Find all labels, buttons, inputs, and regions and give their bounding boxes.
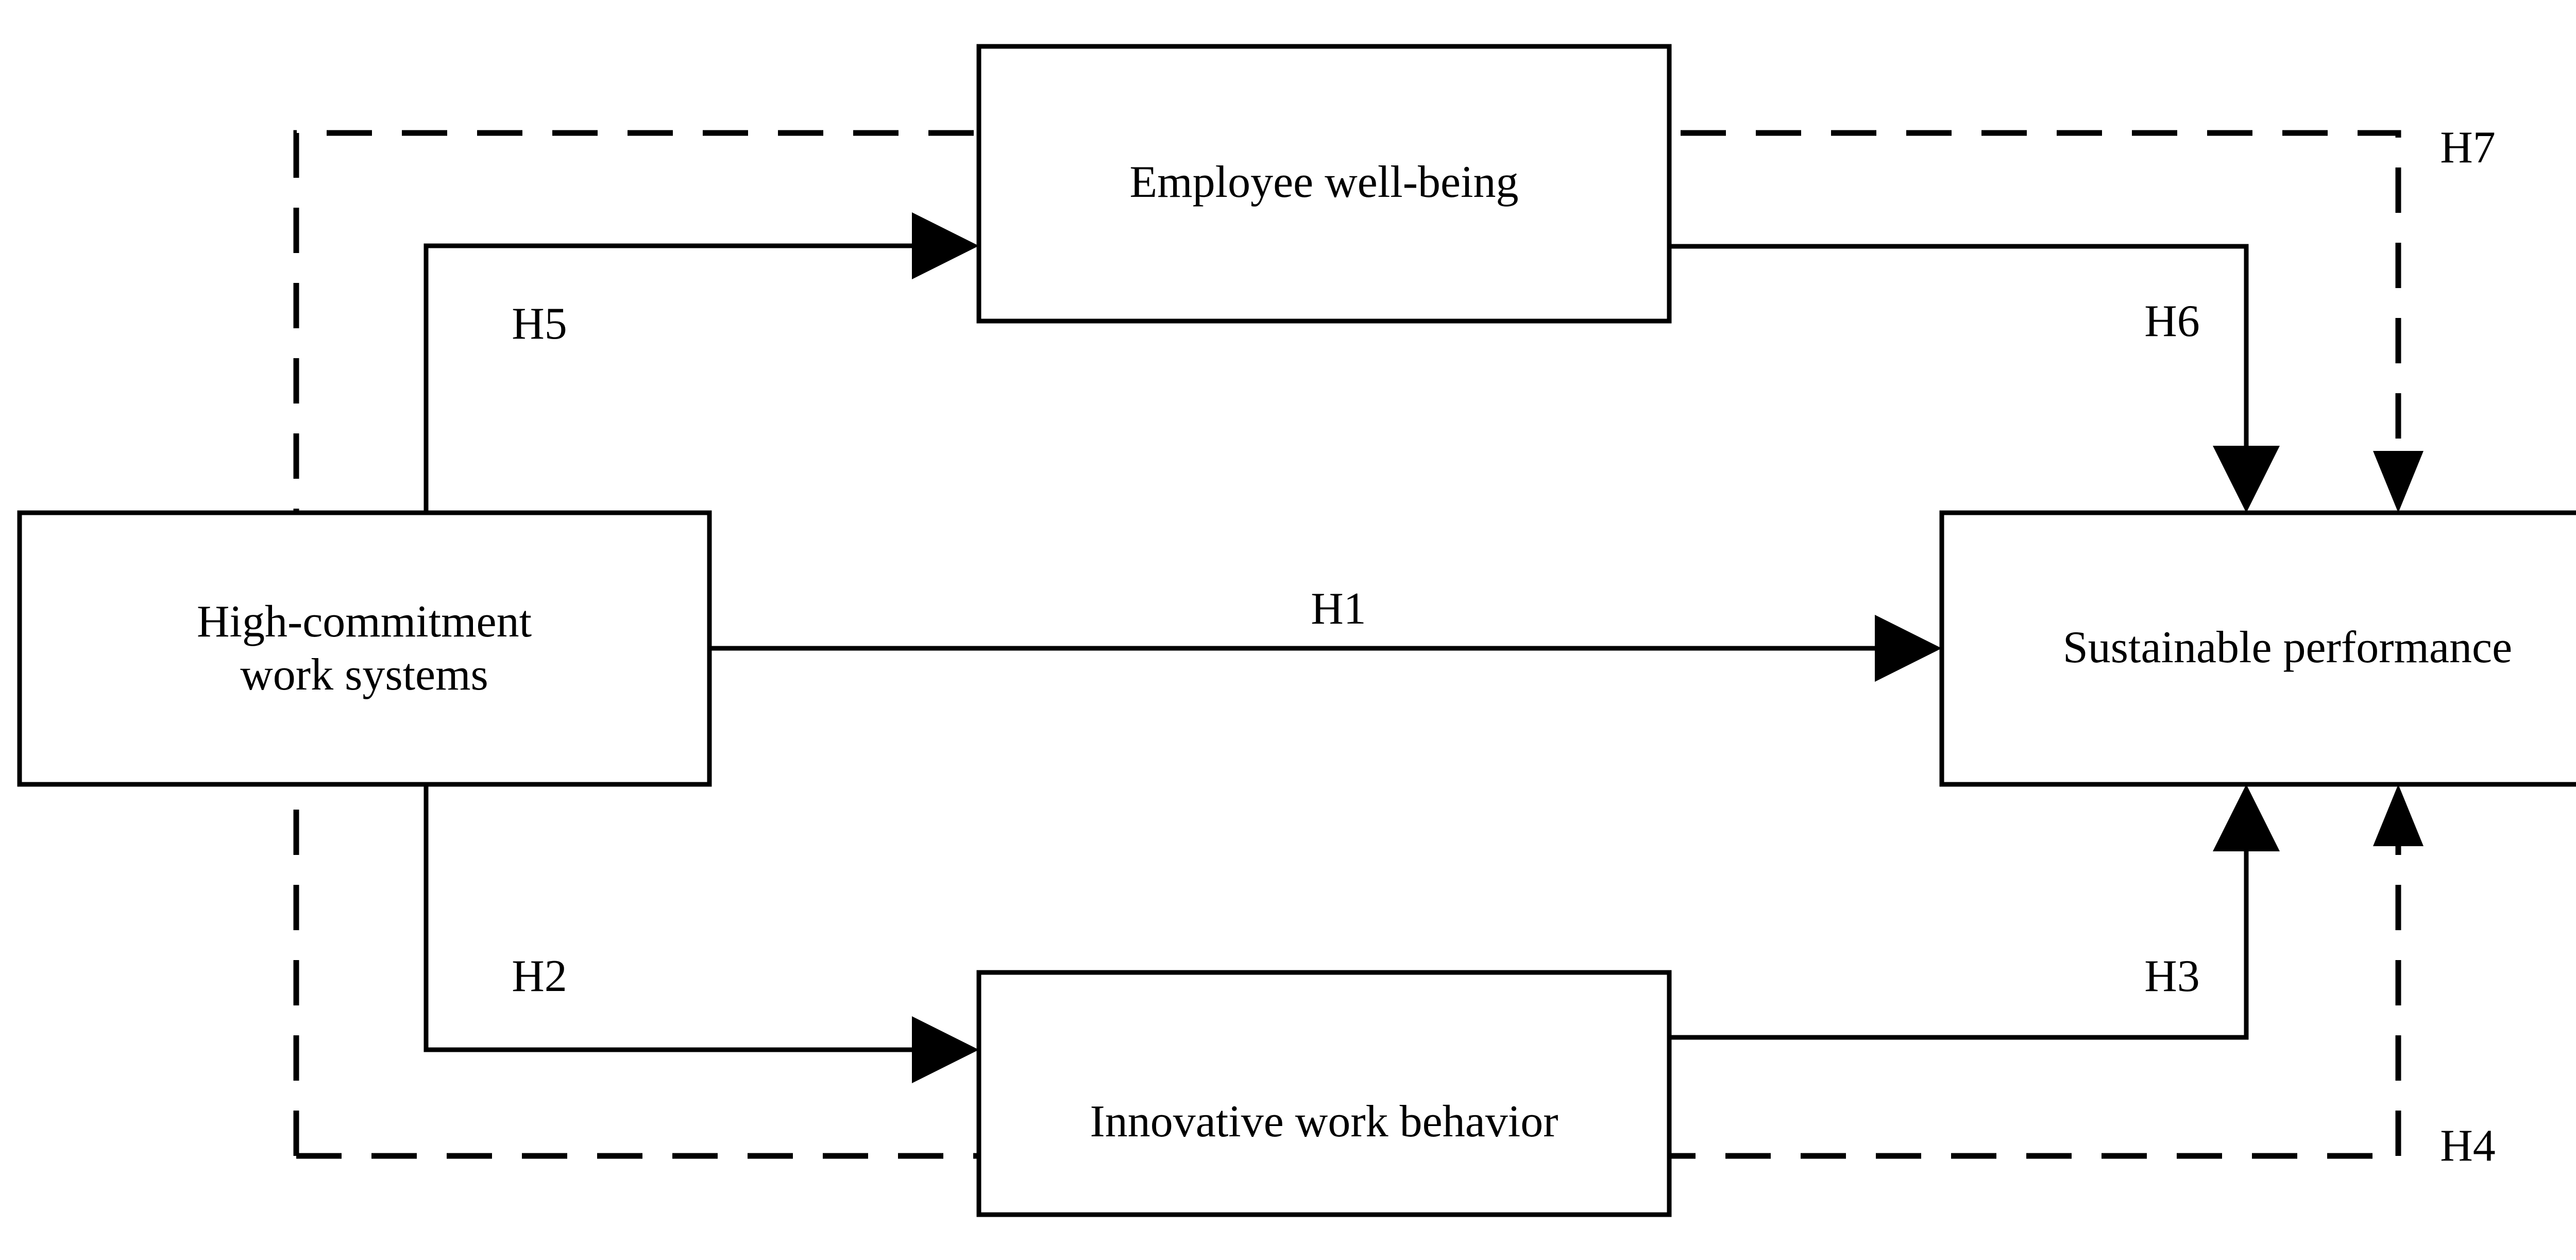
node-employee-well-being-label: Employee well-being	[1129, 157, 1518, 207]
hypothesis-label-h2: H2	[512, 951, 567, 1001]
edge-h5-arrowhead	[912, 212, 979, 279]
edge-h4	[296, 784, 2424, 1159]
hypothesis-label-h7: H7	[2440, 123, 2496, 173]
edge-h6	[1669, 244, 2280, 513]
node-innovative-work-behavior-box[interactable]	[976, 970, 1672, 1217]
node-sustainable-performance[interactable]: Sustainable performance	[1939, 510, 2576, 787]
node-employee-well-being-box[interactable]	[976, 44, 1672, 324]
node-sustainable-performance-box[interactable]	[1939, 510, 2576, 787]
node-high-commitment-work-systems-box[interactable]	[17, 510, 712, 787]
edge-h6-arrowhead	[2213, 446, 2280, 513]
edge-h5	[423, 212, 979, 515]
node-employee-well-being[interactable]: Employee well-being	[976, 44, 1672, 324]
edge-h2	[423, 782, 979, 1083]
node-sustainable-performance-label: Sustainable performance	[2063, 623, 2512, 673]
hypothesis-label-h4: H4	[2440, 1121, 2496, 1171]
node-high-commitment-work-systems-label-line2: work systems	[240, 650, 488, 700]
edge-h2-line	[423, 782, 933, 1052]
node-high-commitment-work-systems[interactable]: High-commitment work systems	[17, 510, 712, 787]
edge-h2-arrowhead	[912, 1016, 979, 1083]
edge-h7-arrowhead	[2373, 451, 2424, 513]
edge-h3-line	[1669, 831, 2249, 1040]
edge-h1	[709, 615, 1942, 682]
node-high-commitment-work-systems-label-line1: High-commitment	[197, 597, 532, 647]
edge-h3-arrowhead	[2213, 784, 2280, 851]
node-innovative-work-behavior-label: Innovative work behavior	[1090, 1097, 1558, 1147]
hypothesis-label-h6: H6	[2144, 296, 2200, 346]
edge-h3	[1669, 784, 2280, 1040]
node-innovative-work-behavior[interactable]: Innovative work behavior	[976, 970, 1672, 1217]
hypothesis-label-h5: H5	[512, 299, 567, 349]
edge-h1-arrowhead	[1875, 615, 1942, 682]
hypothesis-label-h3: H3	[2144, 951, 2200, 1001]
edge-h5-line	[423, 243, 933, 515]
edge-h6-line	[1669, 244, 2249, 466]
hypothesis-label-h1: H1	[1311, 584, 1366, 634]
edge-h4-arrowhead	[2373, 784, 2424, 846]
